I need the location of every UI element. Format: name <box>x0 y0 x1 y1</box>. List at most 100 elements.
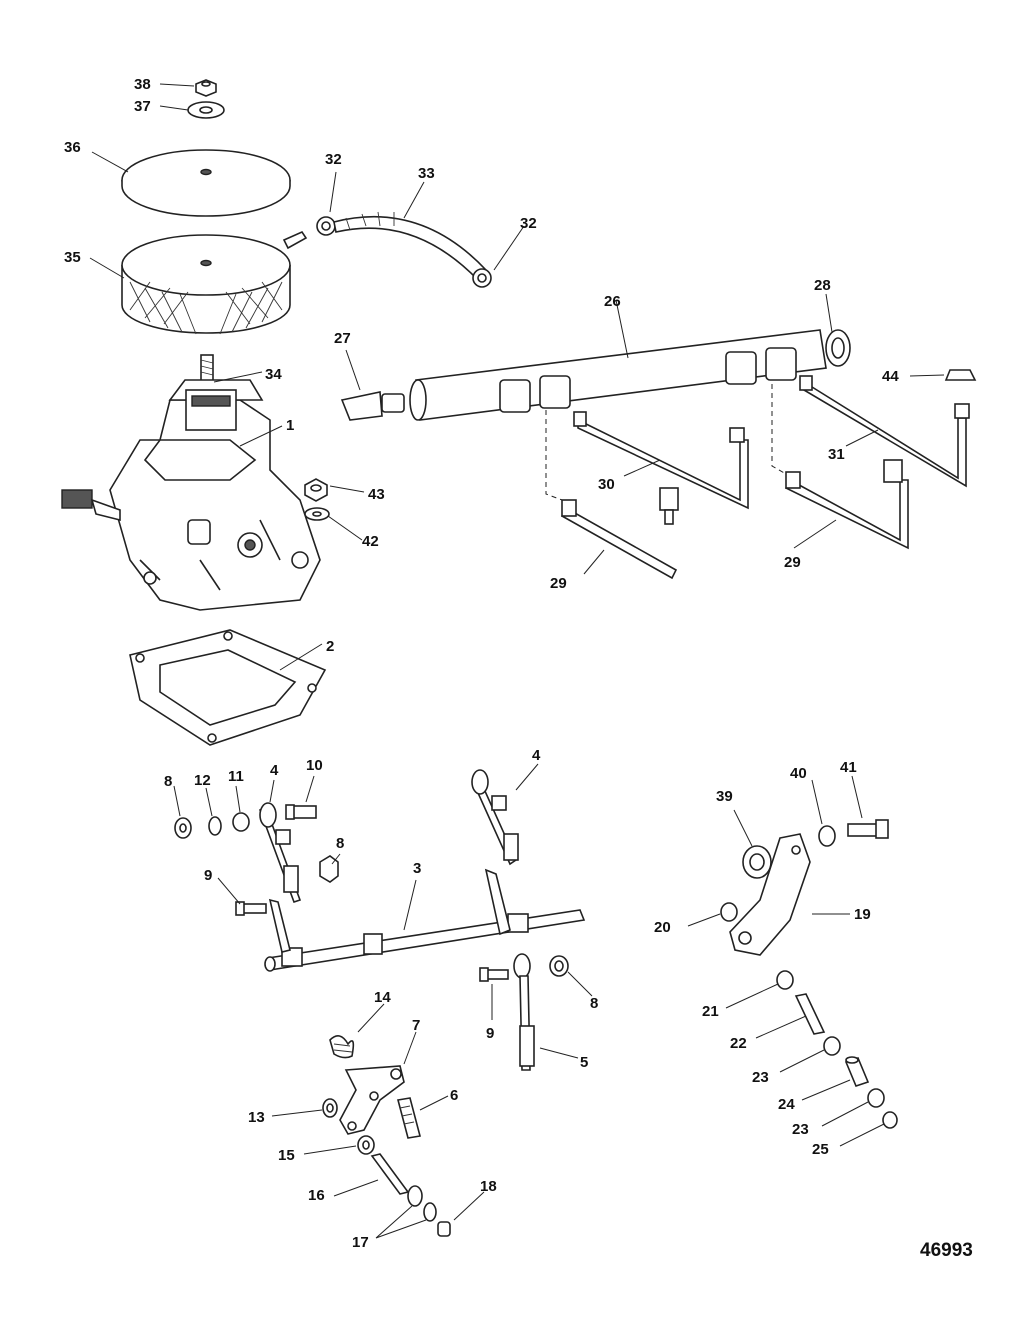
callout-42: 42 <box>362 533 379 550</box>
callout-30: 30 <box>598 476 615 493</box>
callout-41: 41 <box>840 759 857 776</box>
fuel-line-31[interactable] <box>799 375 970 488</box>
fitting-29-right[interactable] <box>883 459 903 483</box>
hose-clamp-32-left[interactable] <box>316 216 336 236</box>
washer-23-lower[interactable] <box>867 1088 885 1108</box>
callout-35: 35 <box>64 249 81 266</box>
callout-5: 5 <box>580 1054 588 1071</box>
fuel-line-29-right[interactable] <box>784 471 909 550</box>
callout-26: 26 <box>604 293 621 310</box>
washer-12[interactable] <box>208 816 222 836</box>
callout-10: 10 <box>306 757 323 774</box>
callout-7: 7 <box>412 1017 420 1034</box>
callout-11: 11 <box>228 768 244 785</box>
callout-29-right: 29 <box>784 554 801 571</box>
callout-32-right: 32 <box>520 215 537 232</box>
callout-37: 37 <box>134 98 151 115</box>
screw-9-mid[interactable] <box>479 967 509 982</box>
callout-23-lower: 23 <box>792 1121 809 1138</box>
callout-16: 16 <box>308 1187 325 1204</box>
callout-13: 13 <box>248 1109 265 1126</box>
bolt-6[interactable] <box>397 1097 421 1139</box>
callout-21: 21 <box>702 1003 719 1020</box>
washer-42[interactable] <box>304 507 330 521</box>
bracket-19[interactable] <box>729 833 811 956</box>
lever-7[interactable] <box>339 1065 405 1135</box>
vent-hose-33[interactable] <box>333 211 488 282</box>
callout-31: 31 <box>828 446 845 463</box>
washer-21[interactable] <box>776 970 794 990</box>
washer-15[interactable] <box>357 1135 375 1155</box>
callout-8-left: 8 <box>164 773 172 790</box>
callout-27: 27 <box>334 330 351 347</box>
pin-16[interactable] <box>370 1153 410 1195</box>
bolt-41[interactable] <box>847 819 889 839</box>
washer-23-upper[interactable] <box>823 1036 841 1056</box>
hose-clamp-32-right[interactable] <box>472 268 492 288</box>
air-cleaner-cover-36[interactable] <box>121 149 291 217</box>
washers-17[interactable] <box>407 1185 437 1222</box>
callout-18: 18 <box>480 1178 497 1195</box>
air-cleaner-element-35[interactable] <box>121 230 308 335</box>
callout-24: 24 <box>778 1096 795 1113</box>
carburetor-gasket-2[interactable] <box>129 629 327 746</box>
callout-8-mid: 8 <box>336 835 344 852</box>
callout-3: 3 <box>413 860 421 877</box>
plug-28[interactable] <box>825 329 851 367</box>
washer-20[interactable] <box>720 902 738 922</box>
callout-33: 33 <box>418 165 435 182</box>
dashed-assembly-lines <box>545 384 787 501</box>
callout-25: 25 <box>812 1141 829 1158</box>
nut-18[interactable] <box>437 1221 451 1237</box>
callout-2: 2 <box>326 638 334 655</box>
nut-43[interactable] <box>304 478 328 502</box>
callout-19: 19 <box>854 906 871 923</box>
screw-9-left[interactable] <box>235 901 267 916</box>
callout-29-left: 29 <box>550 575 567 592</box>
callout-12: 12 <box>194 772 211 789</box>
bolt-10[interactable] <box>285 804 317 820</box>
bushing-11[interactable] <box>232 812 250 832</box>
nut-25[interactable] <box>882 1111 898 1129</box>
callout-38: 38 <box>134 76 151 93</box>
fuel-line-29-left[interactable] <box>560 499 678 580</box>
washer-40[interactable] <box>818 825 836 847</box>
callout-14: 14 <box>374 989 391 1006</box>
callout-8-right: 8 <box>590 995 598 1012</box>
throttle-shaft-3[interactable] <box>264 868 586 972</box>
link-rod-4-left[interactable] <box>258 802 302 904</box>
nut-13[interactable] <box>322 1098 338 1118</box>
link-rod-5[interactable] <box>513 953 535 1071</box>
callout-22: 22 <box>730 1035 747 1052</box>
spacer-39[interactable] <box>742 845 772 879</box>
carburetor-1[interactable] <box>61 379 321 611</box>
washer-37[interactable] <box>187 101 225 119</box>
washer-8-left[interactable] <box>174 817 192 839</box>
spring-14[interactable] <box>329 1035 355 1059</box>
fuel-log-26[interactable] <box>409 329 827 421</box>
nut-8-right[interactable] <box>549 955 569 977</box>
spacer-24[interactable] <box>844 1056 870 1087</box>
callout-32-left: 32 <box>325 151 342 168</box>
cap-44[interactable] <box>944 369 977 381</box>
callout-6: 6 <box>450 1087 458 1104</box>
figure-number: 46993 <box>920 1240 973 1261</box>
fuel-line-30[interactable] <box>573 411 749 510</box>
callout-34: 34 <box>265 366 282 383</box>
fuel-inlet-fitting-27[interactable] <box>340 391 405 421</box>
callout-40: 40 <box>790 765 807 782</box>
callout-9-left: 9 <box>204 867 212 884</box>
callout-1: 1 <box>286 417 294 434</box>
callout-28: 28 <box>814 277 831 294</box>
fitting-29-left[interactable] <box>659 487 679 525</box>
link-rod-4-right[interactable] <box>471 769 519 866</box>
callout-17: 17 <box>352 1234 369 1251</box>
callout-4-left: 4 <box>270 762 279 779</box>
callout-labels: 38 37 36 35 34 1 2 43 42 32 33 32 26 27 … <box>64 76 899 1251</box>
stud-22[interactable] <box>794 993 826 1035</box>
nut-38[interactable] <box>195 79 217 97</box>
callout-9-mid: 9 <box>486 1025 494 1042</box>
callout-44: 44 <box>882 368 899 385</box>
callout-36: 36 <box>64 139 81 156</box>
